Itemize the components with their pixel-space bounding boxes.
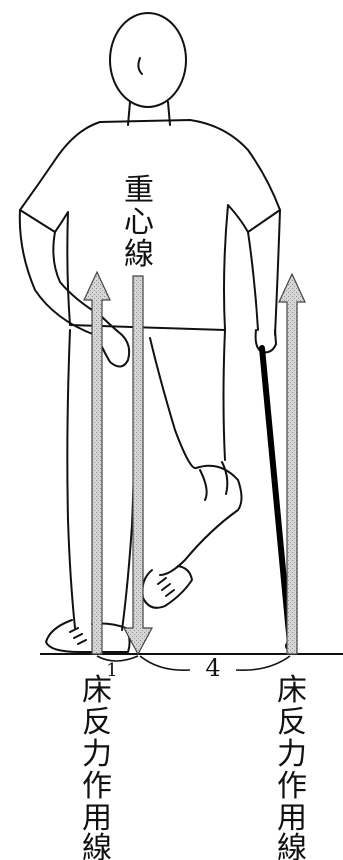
left-arm bbox=[20, 210, 100, 335]
knee-detail-2 bbox=[222, 462, 227, 494]
left-label-char-3: 力 bbox=[82, 737, 112, 772]
right-label-char-2: 反 bbox=[277, 705, 307, 740]
nose bbox=[138, 58, 142, 74]
right-label-char-1: 床 bbox=[277, 673, 307, 708]
ratio-right-value: 4 bbox=[205, 654, 220, 682]
left-label-char-2: 反 bbox=[82, 705, 112, 740]
left-label-char-4: 作 bbox=[82, 769, 112, 804]
gravity-label-char-2: 心 bbox=[124, 205, 154, 240]
right-hand bbox=[256, 330, 276, 352]
left-label-char-6: 線 bbox=[82, 831, 112, 860]
left-reaction-arrow bbox=[84, 272, 110, 654]
cane bbox=[262, 348, 290, 644]
knee-detail bbox=[200, 470, 207, 500]
right-shoe-laces bbox=[158, 578, 174, 596]
gravity-label-char-3: 線 bbox=[124, 237, 154, 272]
right-label-char-6: 線 bbox=[277, 831, 307, 860]
right-reaction-label: 床 反 力 作 用 線 bbox=[277, 673, 307, 860]
left-label-char-1: 床 bbox=[82, 673, 112, 708]
head bbox=[110, 13, 186, 107]
right-leg bbox=[150, 330, 242, 575]
left-shoe bbox=[46, 620, 130, 652]
person-figure bbox=[20, 13, 280, 652]
gravity-line-arrow bbox=[124, 276, 152, 654]
right-label-char-3: 力 bbox=[277, 737, 307, 772]
gravity-label-char-1: 重 bbox=[124, 173, 154, 208]
left-reaction-label: 床 反 力 作 用 線 bbox=[82, 673, 112, 860]
gravity-line-label: 重 心 線 bbox=[116, 172, 162, 272]
left-shoe-laces bbox=[70, 628, 86, 644]
right-label-char-4: 作 bbox=[277, 769, 307, 804]
